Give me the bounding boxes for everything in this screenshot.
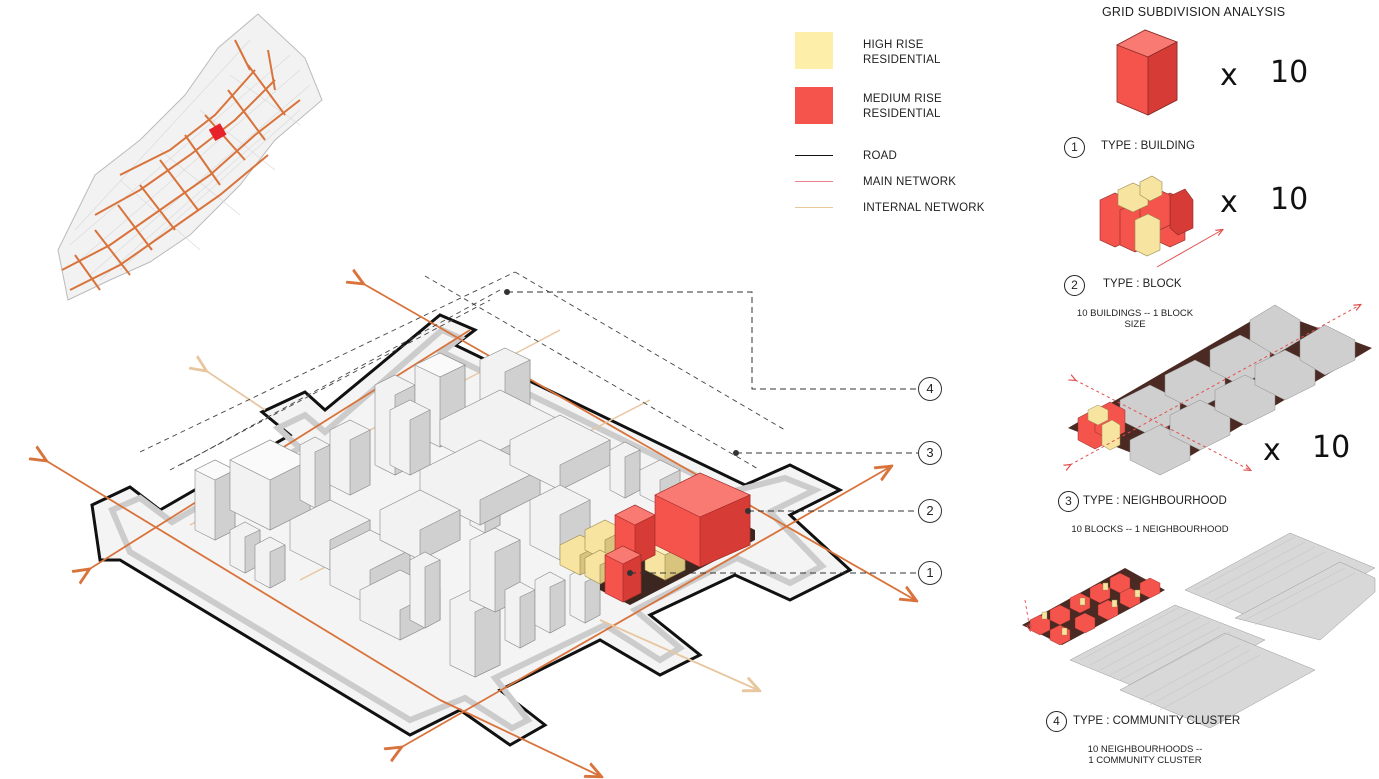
- step2-subtext: 10 BUILDINGS -- 1 BLOCK SIZE: [1060, 308, 1210, 330]
- legend-medium-rise-line2: RESIDENTIAL: [863, 107, 942, 122]
- step3-number: 3: [1058, 491, 1079, 512]
- step2-block-graphic: [1100, 176, 1193, 256]
- callout-4: 4: [918, 377, 942, 401]
- legend-internal-network-label: INTERNAL NETWORK: [863, 201, 985, 216]
- step2-multiplier-value: 10: [1270, 182, 1308, 217]
- step3-subtext: 10 BLOCKS -- 1 NEIGHBOURHOOD: [1060, 524, 1240, 535]
- step1-multiplier-value: 10: [1270, 55, 1308, 90]
- main-network-line-swatch: [795, 181, 833, 182]
- medium-rise-swatch: [795, 87, 833, 124]
- step1-label: TYPE : BUILDING: [1101, 140, 1195, 152]
- step1-building-graphic: [1117, 30, 1177, 115]
- legend-medium-rise-label: MEDIUM RISE RESIDENTIAL: [863, 92, 942, 122]
- callout-3: 3: [918, 441, 942, 465]
- legend-main-network-label: MAIN NETWORK: [863, 175, 956, 190]
- analysis-title: GRID SUBDIVISION ANALYSIS: [1102, 5, 1285, 19]
- site-map: [58, 14, 322, 300]
- step2-number: 2: [1064, 275, 1085, 296]
- legend-high-rise-label: HIGH RISE RESIDENTIAL: [863, 38, 941, 68]
- step4-cluster-graphic: [1022, 533, 1375, 728]
- step1-number: 1: [1064, 137, 1085, 158]
- legend-high-rise-line1: HIGH RISE: [863, 38, 941, 53]
- step2-subtext-line2: SIZE: [1060, 319, 1210, 330]
- internal-network-line-swatch: [795, 207, 833, 208]
- step3-multiplier-value: 10: [1312, 430, 1350, 465]
- step4-subtext: 10 NEIGHBOURHOODS -- 1 COMMUNITY CLUSTER: [1070, 744, 1220, 766]
- step4-subtext-line1: 10 NEIGHBOURHOODS --: [1070, 744, 1220, 755]
- step2-multiplier-symbol: x: [1220, 185, 1238, 220]
- step4-label: TYPE : COMMUNITY CLUSTER: [1073, 715, 1240, 727]
- legend-road-label: ROAD: [863, 149, 897, 164]
- step4-subtext-line2: 1 COMMUNITY CLUSTER: [1070, 755, 1220, 766]
- high-rise-swatch: [795, 32, 833, 69]
- step3-multiplier-symbol: x: [1263, 433, 1281, 468]
- callout-1: 1: [918, 561, 942, 585]
- step2-subtext-line1: 10 BUILDINGS -- 1 BLOCK: [1060, 308, 1210, 319]
- step2-label: TYPE : BLOCK: [1103, 278, 1182, 290]
- legend-high-rise-line2: RESIDENTIAL: [863, 53, 941, 68]
- step3-label: TYPE : NEIGHBOURHOOD: [1083, 495, 1227, 507]
- step1-multiplier-symbol: x: [1220, 58, 1238, 93]
- step4-number: 4: [1046, 711, 1067, 732]
- road-line-swatch: [795, 155, 833, 156]
- callout-2: 2: [918, 499, 942, 523]
- legend-medium-rise-line1: MEDIUM RISE: [863, 92, 942, 107]
